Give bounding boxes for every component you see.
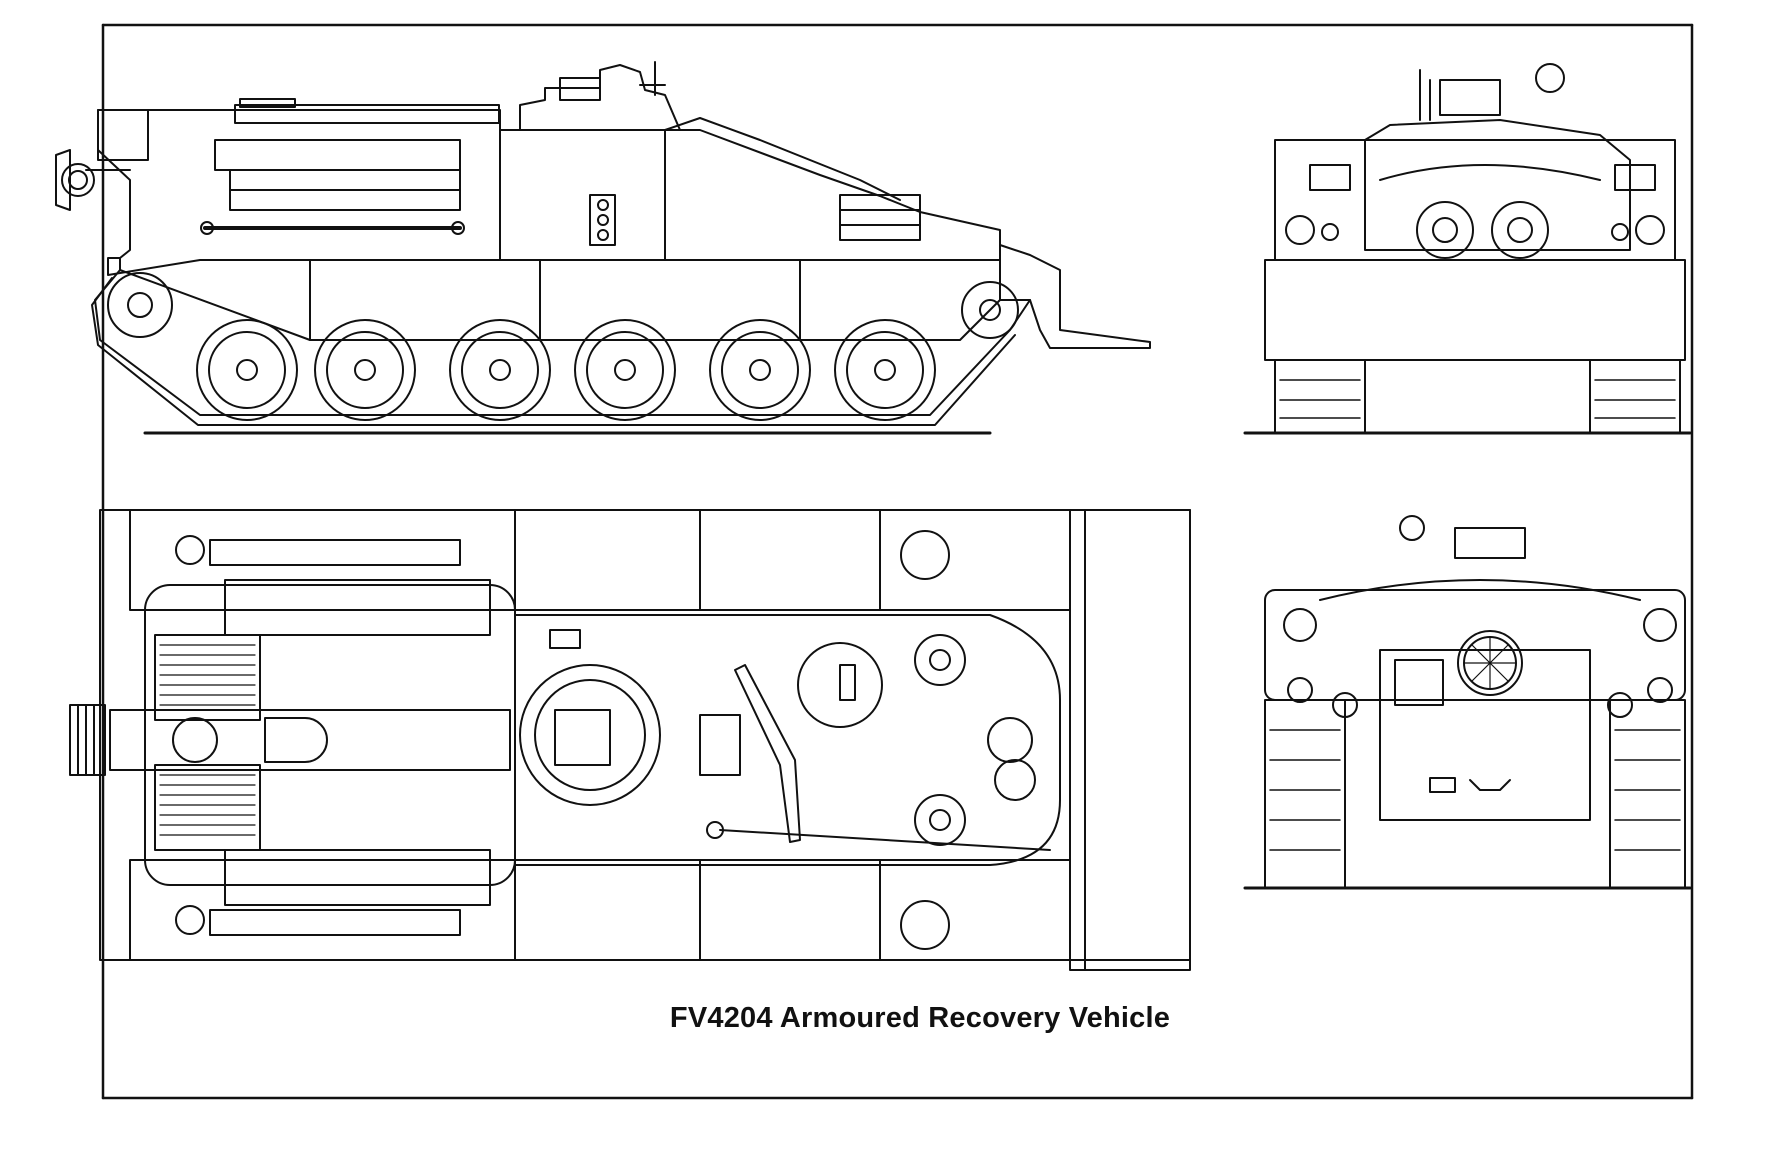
drawing-border bbox=[101, 23, 1694, 1100]
front-elevation-view bbox=[1243, 515, 1692, 890]
drawing-title: FV4204 Armoured Recovery Vehicle bbox=[669, 1002, 1171, 1034]
side-elevation-view bbox=[55, 61, 1151, 435]
side-road-wheels bbox=[196, 319, 936, 421]
rear-elevation-view bbox=[1243, 63, 1692, 435]
plan-view bbox=[69, 509, 1191, 971]
